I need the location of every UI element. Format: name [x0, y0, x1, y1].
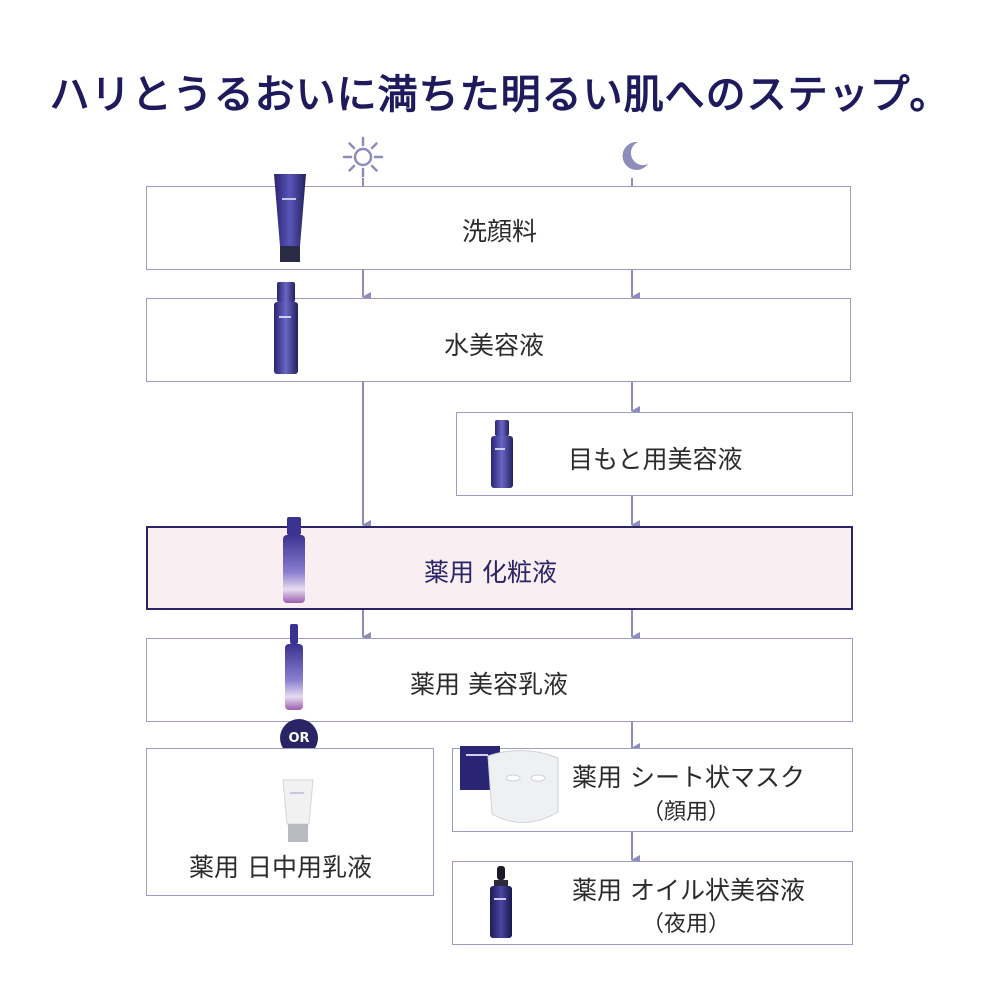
step-emulsion-label: 薬用 美容乳液 [410, 670, 568, 699]
cleanser-tube-product [274, 174, 306, 262]
step-oil-serum-label: 薬用 オイル状美容液 [572, 876, 805, 905]
water-essence-bottle-product [274, 282, 298, 374]
step-lotion [146, 526, 853, 610]
oil-serum-bottle-product [490, 866, 512, 938]
step-oil-serum-sub: （夜用） [642, 912, 731, 937]
step-water-essence [146, 298, 851, 382]
step-sheet-mask-label: 薬用 シート状マスク [572, 763, 805, 792]
step-eye-serum-label: 目もと用美容液 [568, 445, 743, 474]
step-lotion-label: 薬用 化粧液 [424, 558, 557, 587]
step-day-emulsion-label: 薬用 日中用乳液 [189, 853, 372, 882]
lotion-bottle-product [283, 517, 305, 603]
sheet-mask-product [460, 746, 559, 823]
page-title: ハリとうるおいに満ちた明るい肌へのステップ。 [49, 71, 951, 118]
step-cleanser-label: 洗顔料 [462, 217, 538, 246]
sun-icon [342, 136, 384, 178]
step-sheet-mask-sub: （顔用） [642, 800, 731, 825]
step-emulsion [146, 638, 853, 722]
step-eye-serum [456, 412, 853, 496]
step-water-essence-label: 水美容液 [444, 331, 545, 360]
step-cleanser [146, 186, 851, 270]
day-emulsion-tube-product [282, 779, 314, 842]
moon-icon [622, 141, 648, 170]
step-oil-serum [452, 861, 853, 945]
emulsion-bottle-product [285, 624, 303, 710]
eye-serum-bottle-product [491, 420, 513, 488]
